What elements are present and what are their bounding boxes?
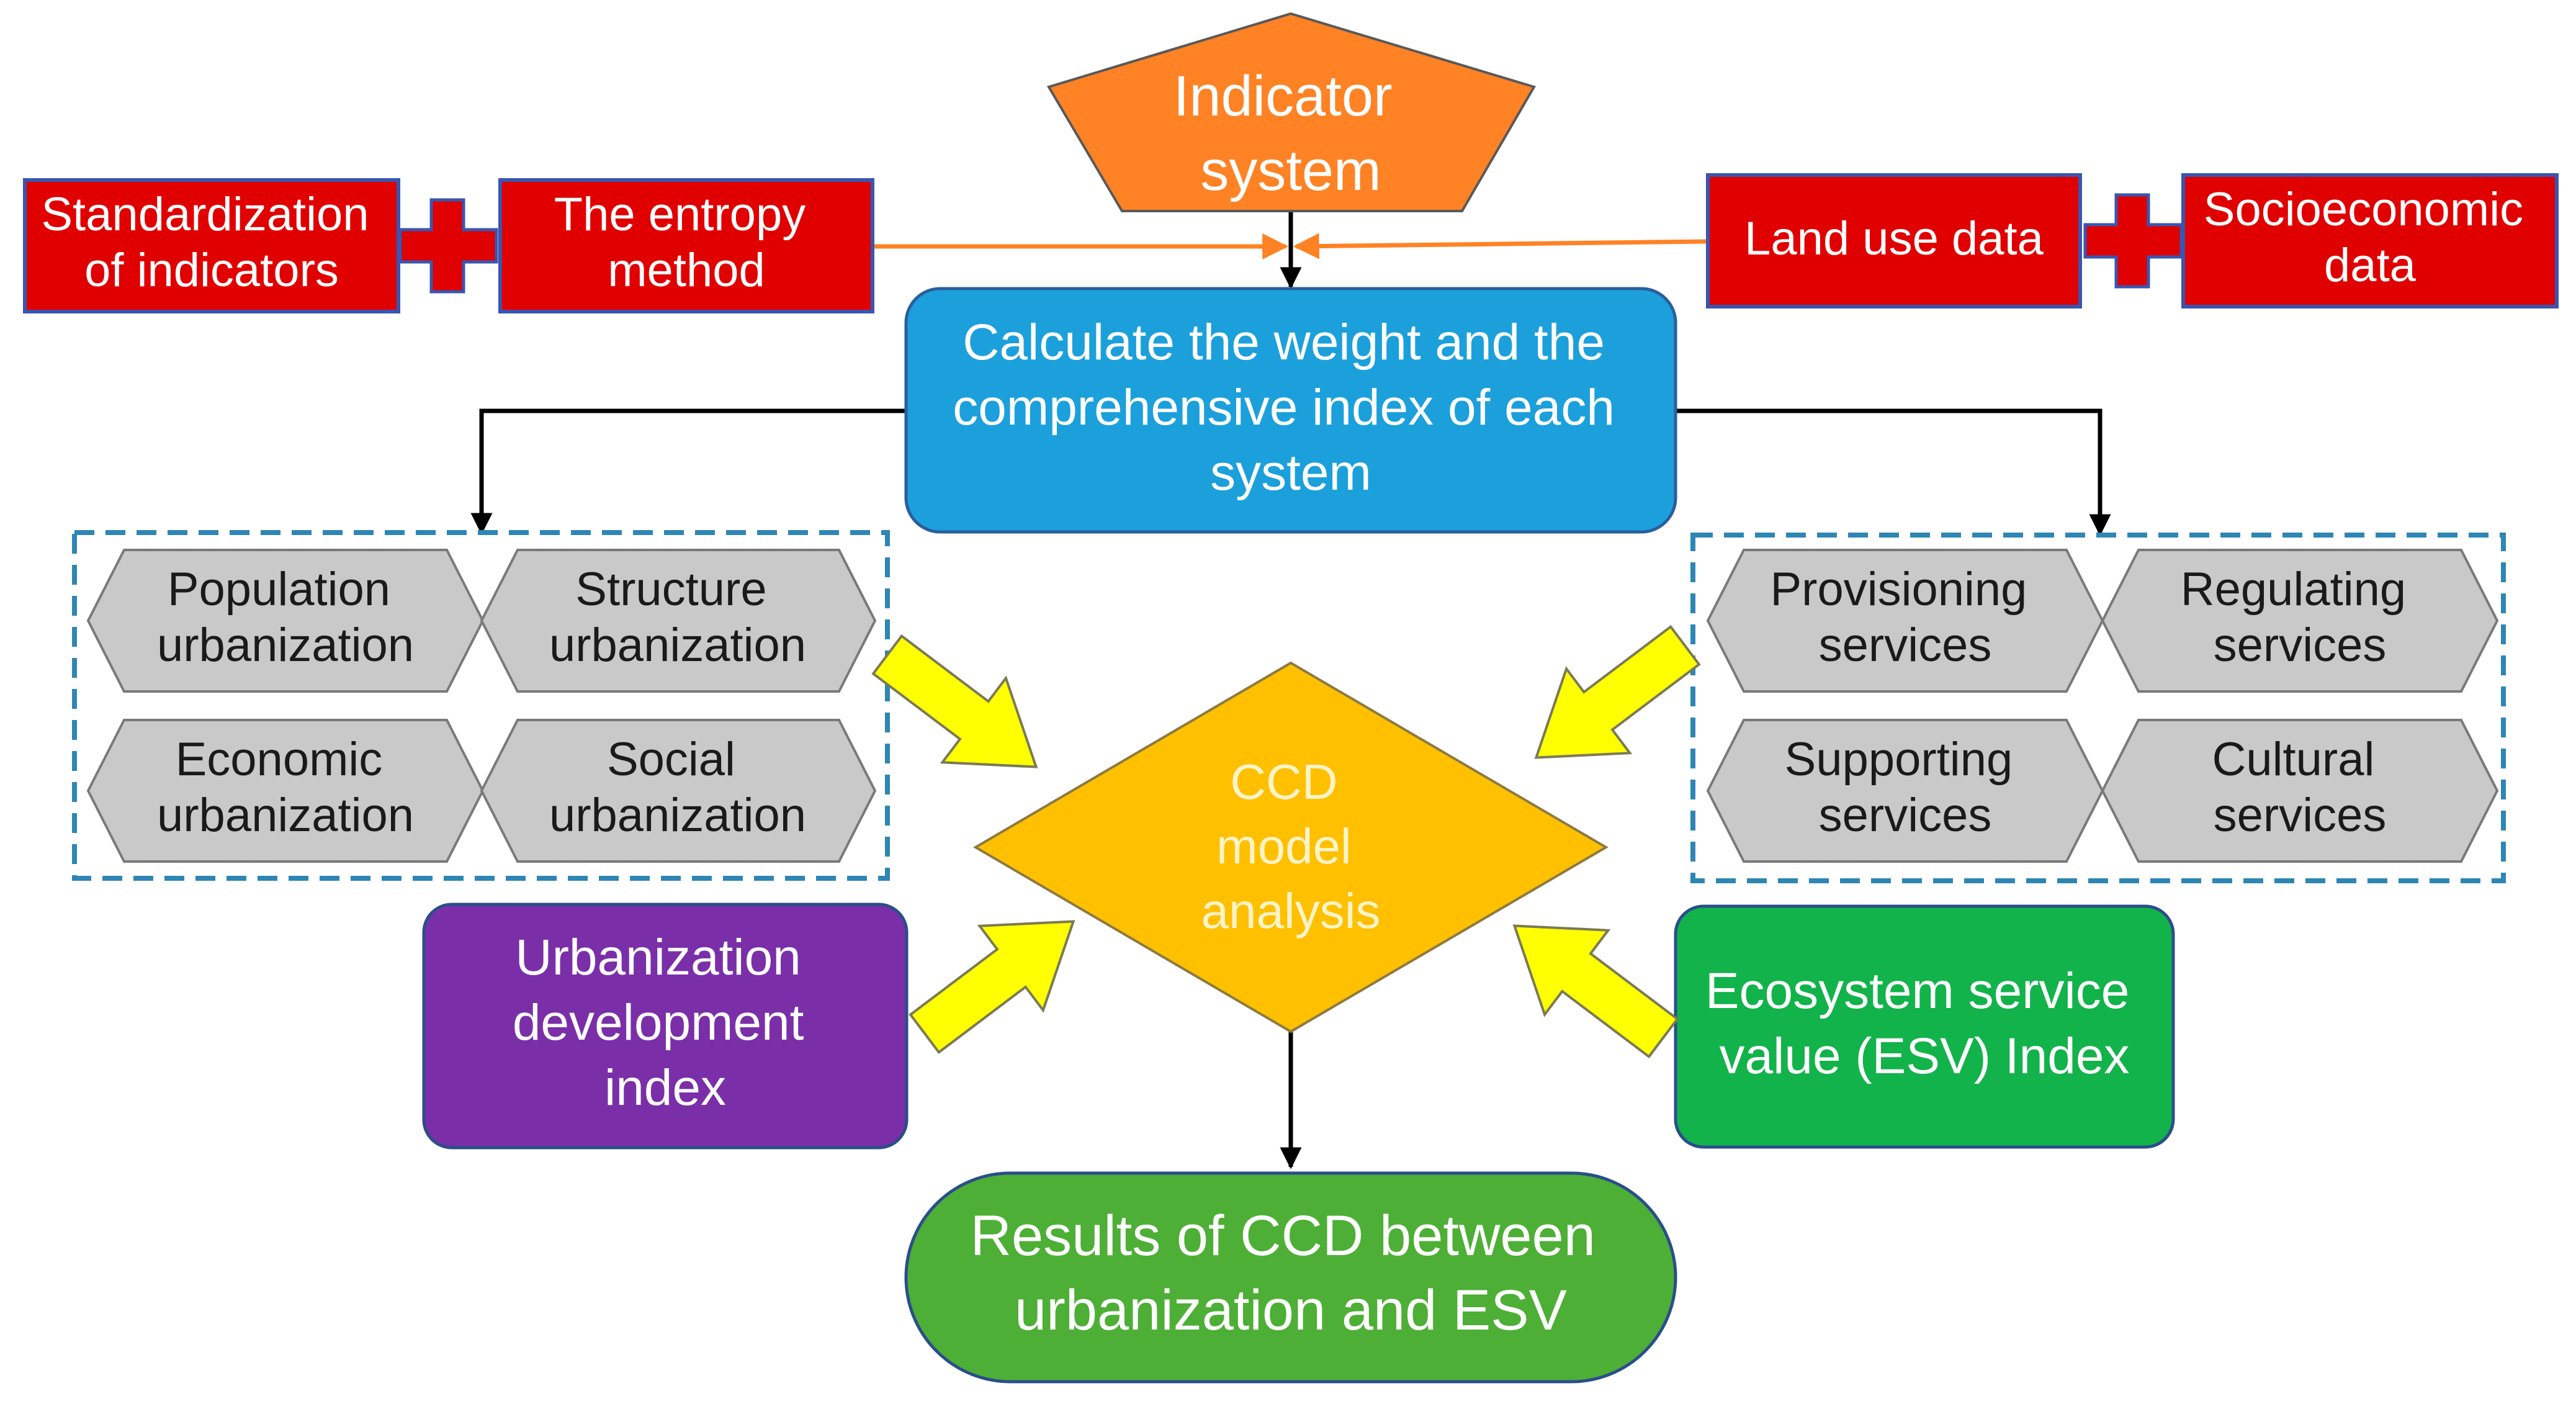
social-urbanization-label: Social urbanization <box>549 733 806 842</box>
ecosystem-services-group <box>1690 533 2506 883</box>
entropy-method-label: The entropy method <box>554 188 819 297</box>
connector-calculate-to-left-group <box>470 408 906 535</box>
urbanization-index-label: Urbanization development index <box>513 929 818 1116</box>
structure-urbanization-label: Structure urbanization <box>549 563 806 672</box>
land-use-data-label: Land use data <box>1744 212 2044 265</box>
economic-urbanization-hexagon <box>86 719 485 863</box>
ccd-model-label: CCD model analysis <box>1201 754 1380 939</box>
esv-index-label: Ecosystem service value (ESV) Index <box>1705 963 2143 1084</box>
results-box <box>904 1171 1677 1384</box>
economic-urbanization-label: Economic urbanization <box>157 733 414 842</box>
cultural-services-label: Cultural services <box>2212 733 2387 842</box>
socioeconomic-data-label: Socioeconomic data <box>2204 183 2537 292</box>
indicator-system-label: Indicator system <box>1174 65 1408 202</box>
plus-icon-right <box>2083 193 2183 289</box>
indicator-system-pentagon <box>1046 12 1536 212</box>
yellow-arrow-top-left <box>871 634 1038 768</box>
regulating-services-hexagon <box>2101 549 2499 693</box>
population-urbanization-hexagon <box>86 549 485 693</box>
cultural-services-hexagon <box>2101 719 2499 863</box>
social-urbanization-hexagon <box>480 719 877 863</box>
standardization-box <box>23 178 400 313</box>
connector-calculate-to-right-group <box>1676 408 2111 536</box>
urbanization-subsystems-group <box>72 530 890 881</box>
provisioning-services-label: Provisioning services <box>1770 563 2040 672</box>
yellow-arrow-bottom-left <box>909 920 1075 1055</box>
esv-index-box <box>1674 904 2175 1149</box>
entropy-method-box <box>498 178 874 313</box>
structure-urbanization-hexagon <box>480 549 877 693</box>
land-use-data-box <box>1706 173 2082 308</box>
standardization-label: Standardization of indicators <box>41 188 382 297</box>
regulating-services-label: Regulating services <box>2181 563 2420 672</box>
supporting-services-label: Supporting services <box>1785 733 2026 842</box>
plus-icon-left <box>398 198 498 294</box>
results-label: Results of CCD between urbanization and … <box>971 1204 1612 1342</box>
socioeconomic-data-box <box>2181 173 2559 308</box>
calculate-weight-box <box>904 287 1677 534</box>
connector-landuse-to-center <box>1293 233 1708 259</box>
urbanization-index-box <box>422 903 909 1150</box>
ccd-model-diamond <box>973 661 1609 1033</box>
provisioning-services-hexagon <box>1706 549 2104 693</box>
calculate-weight-label: Calculate the weight and the comprehensi… <box>953 314 1628 501</box>
supporting-services-hexagon <box>1706 719 2104 863</box>
yellow-arrow-bottom-right <box>1512 924 1679 1059</box>
yellow-arrow-top-right <box>1534 624 1701 759</box>
population-urbanization-label: Population urbanization <box>157 563 414 672</box>
